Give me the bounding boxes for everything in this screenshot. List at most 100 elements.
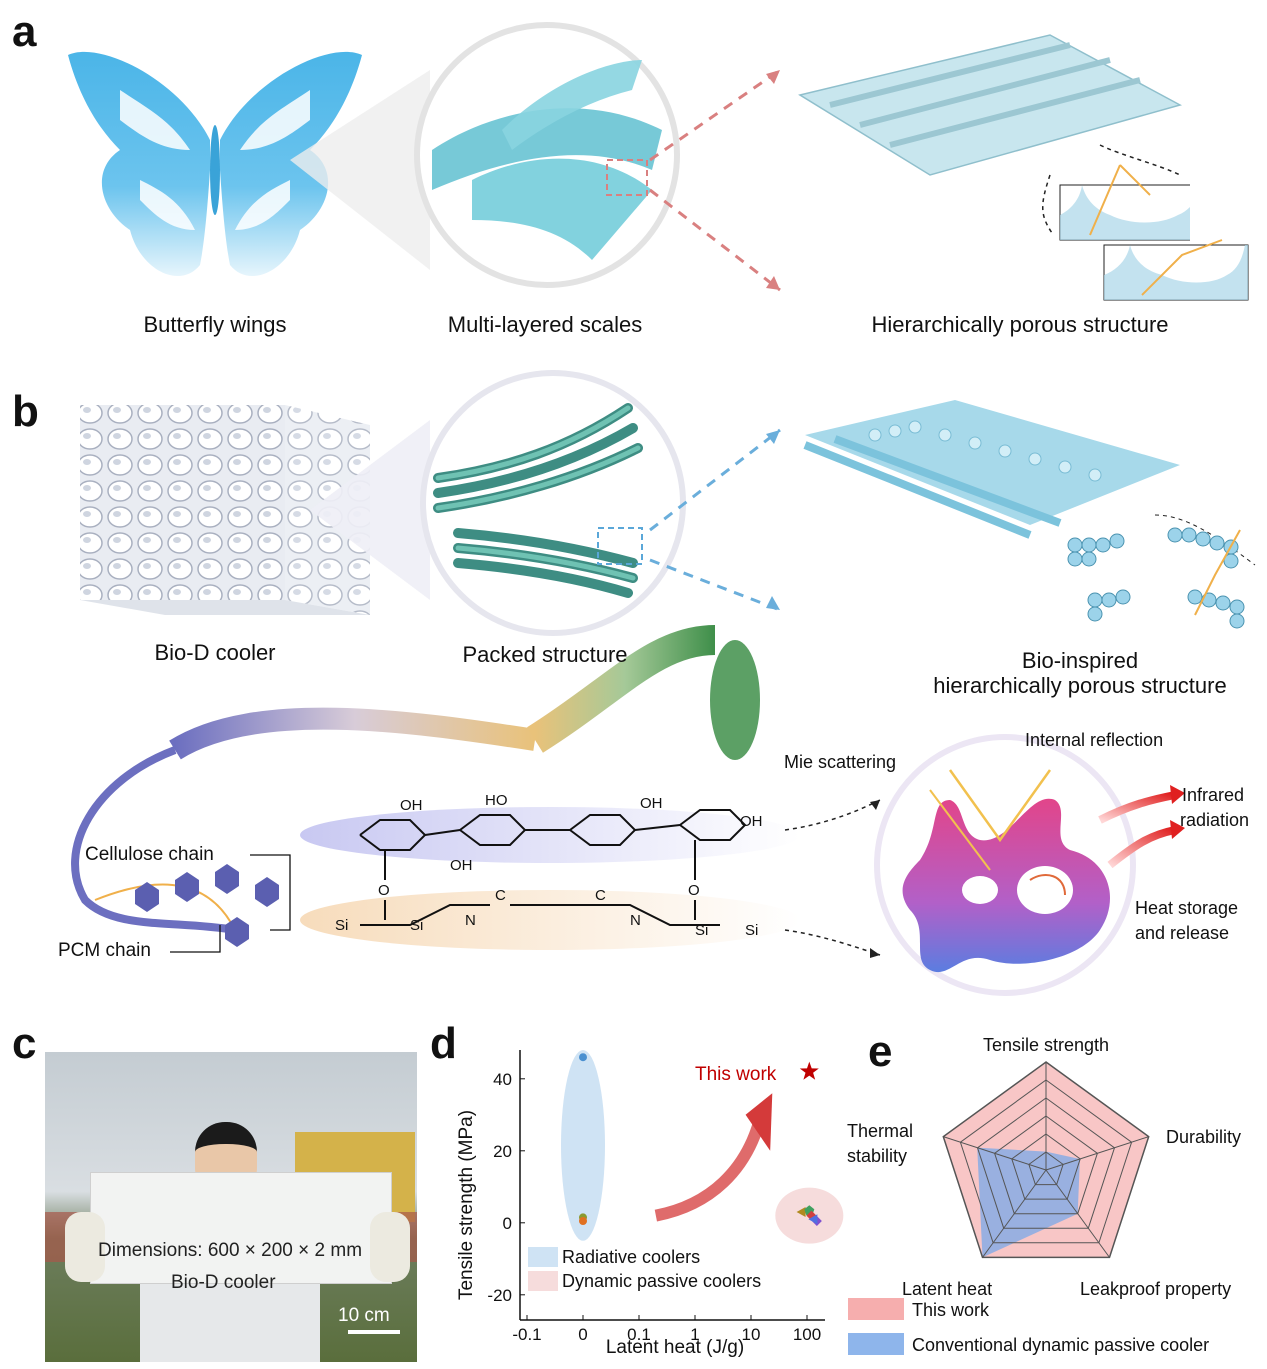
x-tick-label: 0 xyxy=(578,1325,587,1344)
radar-axis-leakproof: Leakproof property xyxy=(1080,1279,1231,1299)
radar-spoke xyxy=(1045,1169,1110,1258)
photo-bio-d-cooler xyxy=(45,1052,417,1362)
x-axis-label: Latent heat (J/g) xyxy=(606,1337,744,1358)
radar-axis-thermal: Thermal xyxy=(847,1121,913,1141)
radar-grid-level xyxy=(959,1079,1133,1244)
panel-letter-b: b xyxy=(12,387,39,436)
chem-si-1: Si xyxy=(335,917,348,934)
caption-packed-structure: Packed structure xyxy=(462,642,628,667)
zoom-arrows-b xyxy=(649,428,781,612)
legend-swatch-this-work xyxy=(848,1298,904,1320)
x-tick-label: 1 xyxy=(690,1325,699,1344)
photo-right-glove xyxy=(370,1212,410,1282)
chem-oh-3: OH xyxy=(640,795,663,812)
label-cellulose-chain: Cellulose chain xyxy=(85,844,214,865)
cross-section-2 xyxy=(1103,239,1249,301)
packed-structure-magnifier xyxy=(420,370,686,636)
radar-spoke xyxy=(982,1169,1047,1258)
particle-cross-sections xyxy=(1067,514,1256,629)
y-axis-label: Tensile strength (MPa) xyxy=(456,1110,477,1300)
radar-grid-level xyxy=(942,1061,1150,1259)
cellulose-fiber-ribbon xyxy=(71,625,760,947)
mechanism-arrows xyxy=(784,799,881,958)
radar-grid-level xyxy=(1028,1151,1064,1186)
caption-multi-layered-scales: Multi-layered scales xyxy=(447,312,643,337)
y-tick-label: 40 xyxy=(493,1070,512,1089)
x-tick-label: 0.1 xyxy=(627,1325,651,1344)
data-point xyxy=(796,1207,806,1217)
data-point xyxy=(579,1053,587,1062)
chem-o-2: O xyxy=(688,882,700,899)
chem-si-4: Si xyxy=(745,922,758,939)
scatter-chart: 40 20 0 -20 -0.1 0 0.1 1 10 100 Tensile strength … xyxy=(456,1050,844,1358)
legend-swatch-radiative xyxy=(528,1247,558,1267)
data-point xyxy=(808,1214,818,1225)
photo-dimensions-label: Dimensions: 600 × 200 × 2 mm xyxy=(98,1240,363,1261)
legend-radiative: Radiative coolers xyxy=(562,1247,700,1267)
this-work-annotation: This work xyxy=(695,1064,777,1085)
chem-oh-4: OH xyxy=(740,813,763,830)
radar-axis-tensile-strength: Tensile strength xyxy=(983,1035,1109,1055)
photo-cooler-sheet xyxy=(90,1172,392,1284)
radar-grid-level xyxy=(976,1097,1116,1229)
chem-si-3: Si xyxy=(695,922,708,939)
data-point xyxy=(579,1217,587,1225)
chem-si-2: Si xyxy=(410,917,423,934)
radar-axis-durability: Durability xyxy=(1166,1127,1241,1147)
caption-butterfly-wings: Butterfly wings xyxy=(143,312,287,337)
legend-swatch-dynamic xyxy=(528,1271,558,1291)
radar-chart: Tensile strength Durability Leakproof pr… xyxy=(847,1035,1241,1355)
panel-letter-c: c xyxy=(12,1019,37,1068)
radar-spoke xyxy=(943,1136,1047,1171)
y-tick-label: -20 xyxy=(487,1286,512,1305)
label-pcm-chain: PCM chain xyxy=(58,940,151,961)
x-tick-label: -0.1 xyxy=(512,1325,541,1344)
mechanism-circle xyxy=(874,734,1136,996)
zoom-wedge-a xyxy=(290,70,430,270)
label-radiation: radiation xyxy=(1180,810,1250,830)
y-tick-label: 20 xyxy=(493,1142,512,1161)
chem-o-1: O xyxy=(378,882,390,899)
chem-n-1: N xyxy=(465,912,476,929)
caption-bio-d-cooler: Bio-D cooler xyxy=(154,640,276,665)
radar-axis-stability: stability xyxy=(847,1146,907,1166)
legend-this-work: This work xyxy=(912,1300,990,1320)
chem-c-2: C xyxy=(595,887,606,904)
chem-oh-1: OH xyxy=(400,797,423,814)
scales-magnifier xyxy=(414,22,680,288)
chain-leader-lines xyxy=(170,854,291,953)
trend-arrow xyxy=(654,1120,765,1222)
chem-oh-2: OH xyxy=(450,857,473,874)
radar-axis-latent-heat: Latent heat xyxy=(902,1279,992,1299)
caption-bio-inspired-hierarchical: hierarchically porous structure xyxy=(933,673,1227,698)
radar-grid-level xyxy=(994,1115,1098,1215)
panel-letter-e: e xyxy=(868,1027,893,1076)
fiber-bundle-structure xyxy=(803,400,1180,539)
label-mie-scattering: Mie scattering xyxy=(784,752,897,772)
caption-hierarchical-porous: Hierarchically porous structure xyxy=(871,312,1169,337)
label-infrared: Infrared xyxy=(1182,785,1245,805)
molecular-structure: OH OH HO OH OH O O Si Si N C C N Si Si xyxy=(300,792,800,950)
legend-dynamic: Dynamic passive coolers xyxy=(562,1271,761,1291)
panel-letter-a: a xyxy=(12,7,37,56)
porous-scale-structure xyxy=(798,34,1190,241)
infrared-arrows xyxy=(1098,785,1185,869)
label-and-release: and release xyxy=(1135,923,1230,943)
radar-grid-level xyxy=(1011,1133,1081,1200)
radiative-coolers-region xyxy=(561,1050,605,1241)
zoom-arrows-a xyxy=(649,68,781,292)
photo-scale-bar xyxy=(348,1330,400,1334)
butterfly-illustration xyxy=(68,51,362,277)
caption-bio-inspired: Bio-inspired xyxy=(1021,648,1139,673)
x-tick-label: 10 xyxy=(742,1325,761,1344)
photo-left-glove xyxy=(65,1212,105,1282)
panel-letter-d: d xyxy=(430,1019,457,1068)
legend-swatch-conventional xyxy=(848,1333,904,1355)
label-heat-storage: Heat storage xyxy=(1135,898,1239,918)
x-tick-label: 100 xyxy=(793,1325,821,1344)
photo-product-label: Bio-D cooler xyxy=(171,1272,276,1293)
chem-ho-1: HO xyxy=(485,792,508,809)
legend-conventional: Conventional dynamic passive cooler xyxy=(912,1335,1209,1355)
y-tick-label: 0 xyxy=(503,1214,512,1233)
trend-arrowhead xyxy=(745,1093,773,1151)
